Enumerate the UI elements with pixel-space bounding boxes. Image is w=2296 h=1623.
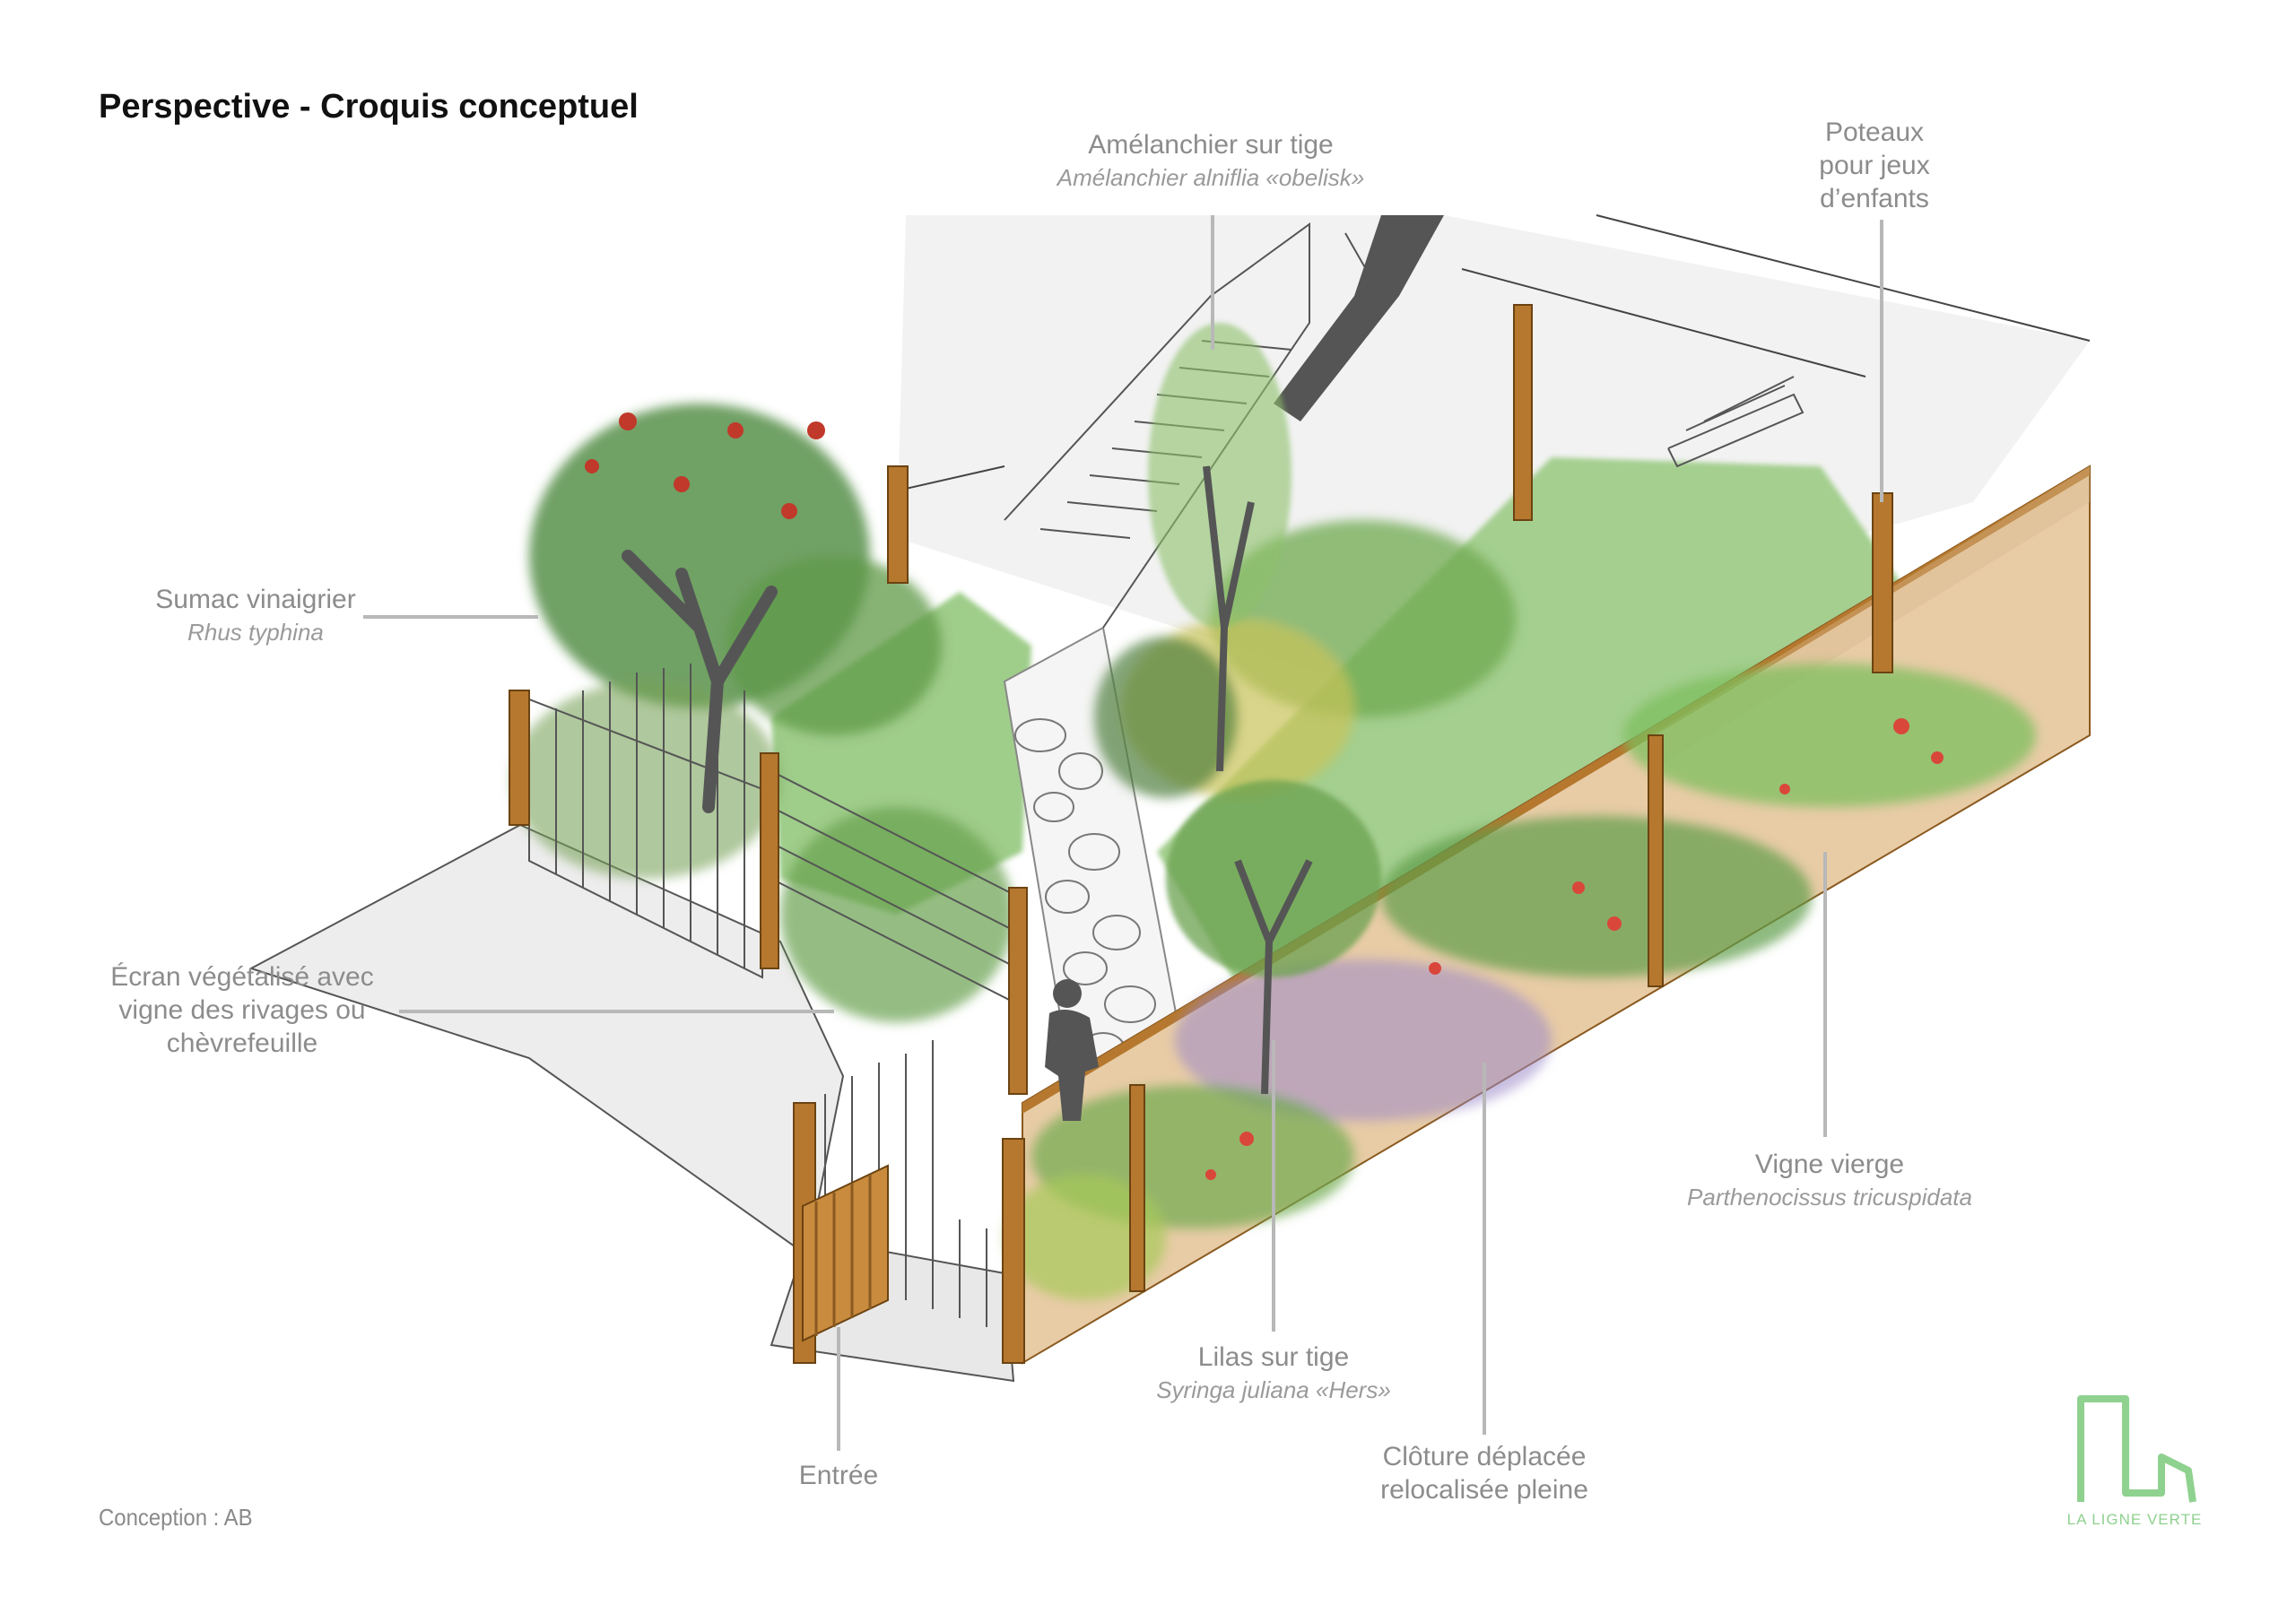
label-vigne: Vigne vierge Parthenocissus tricuspidata	[1641, 1148, 2018, 1214]
stair-stringer	[1274, 215, 1444, 421]
label-vigne-sci: Parthenocissus tricuspidata	[1687, 1184, 1972, 1211]
label-lilas-name: Lilas sur tige	[1197, 1342, 1350, 1372]
wooden-posts	[509, 304, 1893, 1364]
flowers-red	[1205, 718, 1944, 1180]
central-bed	[1094, 520, 1516, 798]
label-amelanchier: Amélanchier sur tige Amélanchier alnifli…	[1013, 128, 1408, 195]
label-poteaux-line3: d’enfants	[1820, 184, 1929, 213]
label-cloture-line1: Clôture déplacée	[1382, 1442, 1587, 1471]
label-lilas: Lilas sur tige Syringa juliana «Hers»	[1094, 1341, 1453, 1407]
amelanchier-tree	[1148, 323, 1292, 772]
label-amelanchier-name: Amélanchier sur tige	[1088, 130, 1334, 160]
la-ligne-verte-logo	[2077, 1395, 2196, 1503]
logo-text: LA LIGNE VERTE	[2066, 1511, 2203, 1528]
trellis-screen	[770, 770, 1019, 1005]
label-sumac: Sumac vinaigrier Rhus typhina	[117, 583, 395, 649]
label-amelanchier-sci: Amélanchier alniflia «obelisk»	[1057, 164, 1365, 191]
label-sumac-sci: Rhus typhina	[187, 619, 324, 646]
label-entree: Entrée	[798, 1461, 879, 1490]
entrance-gate	[802, 1164, 889, 1342]
label-cloture: Clôture déplacée relocalisée pleine	[1327, 1440, 1641, 1506]
background-walls	[905, 214, 2091, 490]
label-sumac-name: Sumac vinaigrier	[155, 585, 356, 614]
label-lilas-sci: Syringa juliana «Hers»	[1156, 1376, 1391, 1403]
picket-fence	[528, 664, 987, 1327]
page-title: Perspective - Croquis conceptuel	[99, 88, 639, 126]
left-planting	[511, 404, 1013, 1022]
label-ecran: Écran végétalisé avec vigne des rivages …	[81, 960, 404, 1060]
person-silhouette	[1045, 979, 1099, 1121]
label-ecran-line3: chèvrefeuille	[166, 1028, 318, 1058]
small-stair	[1667, 376, 1805, 468]
label-poteaux: Poteaux pour jeux d’enfants	[1758, 116, 1991, 215]
label-ecran-line1: Écran végétalisé avec	[110, 962, 374, 992]
lilas-tree	[1166, 780, 1381, 1095]
credit-text: Conception : AB	[99, 1504, 253, 1531]
label-poteaux-line2: pour jeux	[1819, 151, 1930, 180]
label-vigne-name: Vigne vierge	[1754, 1150, 1905, 1179]
leader-lines	[363, 215, 1883, 1451]
label-cloture-line2: relocalisée pleine	[1380, 1475, 1588, 1505]
label-ecran-line2: vigne des rivages ou	[118, 995, 366, 1025]
label-poteaux-line1: Poteaux	[1824, 117, 1925, 147]
